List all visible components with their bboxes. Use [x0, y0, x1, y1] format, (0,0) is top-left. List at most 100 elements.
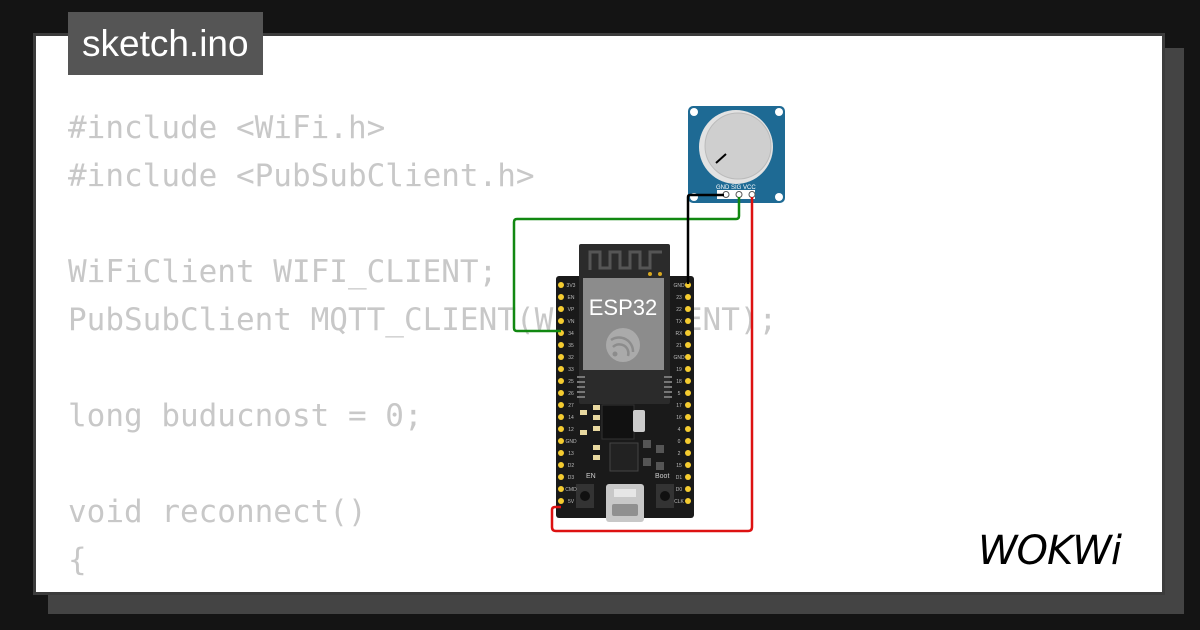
pin-left-32[interactable]	[558, 354, 564, 360]
file-tab-sketch-ino[interactable]: sketch.ino	[68, 12, 263, 75]
pin-right-21[interactable]	[685, 342, 691, 348]
pin-left-26[interactable]	[558, 390, 564, 396]
code-editor: #include <WiFi.h> #include <PubSubClient.…	[68, 104, 777, 592]
esp32-board[interactable]: ESP32 EN Boot	[556, 244, 694, 522]
pin-label: 2	[678, 451, 681, 457]
pin-right-23[interactable]	[685, 294, 691, 300]
antenna-trace	[588, 250, 662, 270]
pin-label: RX	[676, 331, 684, 337]
pin-right-gnd[interactable]	[685, 282, 691, 288]
pin-label: 25	[568, 379, 574, 385]
pin-right-19[interactable]	[685, 366, 691, 372]
pin-right-4[interactable]	[685, 426, 691, 432]
usb-uart-chip	[609, 442, 639, 472]
module-pad	[577, 376, 585, 378]
pin-label: 16	[676, 415, 682, 421]
pin-left-vp[interactable]	[558, 306, 564, 312]
wokwi-logo: WOKWi	[978, 528, 1123, 574]
pin-left-vn[interactable]	[558, 318, 564, 324]
pin-right-2[interactable]	[685, 450, 691, 456]
pin-left-25[interactable]	[558, 378, 564, 384]
boot-button[interactable]	[656, 484, 674, 508]
code-line: #include <WiFi.h>	[68, 110, 386, 146]
pin-label: 4	[678, 427, 681, 433]
pin-label: 27	[568, 403, 574, 409]
pin-left-27[interactable]	[558, 402, 564, 408]
wire-black-ground[interactable]	[686, 193, 724, 284]
pin-label: D1	[676, 475, 683, 481]
pin-label: 18	[676, 379, 682, 385]
pin-left-33[interactable]	[558, 366, 564, 372]
pin-right-d1[interactable]	[685, 474, 691, 480]
pin-label: GND	[565, 439, 577, 445]
knob-indicator	[715, 153, 727, 164]
code-line: {	[68, 542, 87, 578]
pin-left-14[interactable]	[558, 414, 564, 420]
pin-right-5[interactable]	[685, 390, 691, 396]
smd-parts	[580, 405, 664, 470]
module-pad	[664, 391, 672, 393]
pin-label: 14	[568, 415, 574, 421]
pin-label: 22	[676, 307, 682, 313]
pin-label: 34	[568, 331, 574, 337]
boot-button-label: Boot	[655, 473, 669, 480]
pin-label: 17	[676, 403, 682, 409]
pin-left-12[interactable]	[558, 426, 564, 432]
code-line: while (!MQTT_CLIENT.connected())	[68, 584, 777, 592]
pin-left-35[interactable]	[558, 342, 564, 348]
pin-right-0[interactable]	[685, 438, 691, 444]
module-pad	[577, 391, 585, 393]
potentiometer-knob[interactable]	[704, 112, 772, 180]
pin-label: 33	[568, 367, 574, 373]
pin-left-d3[interactable]	[558, 474, 564, 480]
pot-pin-vcc[interactable]	[748, 191, 756, 198]
pin-left-3v3[interactable]	[558, 282, 564, 288]
pin-label: GND	[673, 355, 685, 361]
code-line: long buducnost = 0;	[68, 398, 423, 434]
en-button-label: EN	[586, 473, 596, 480]
wire-green-signal[interactable]	[512, 197, 741, 333]
pot-pin-sig[interactable]	[735, 191, 743, 198]
module-pad	[664, 386, 672, 388]
pin-label: VP	[568, 307, 575, 313]
code-line: WiFiClient WIFI_CLIENT;	[68, 254, 498, 290]
module-pads	[577, 376, 672, 398]
pin-label: 13	[568, 451, 574, 457]
pin-label: 5	[678, 391, 681, 397]
pin-right-22[interactable]	[685, 306, 691, 312]
pin-left-cmd[interactable]	[558, 486, 564, 492]
pin-right-gnd[interactable]	[685, 354, 691, 360]
pin-label: TX	[676, 319, 683, 325]
module-pad	[577, 396, 585, 398]
pin-label: 21	[676, 343, 682, 349]
pin-left-13[interactable]	[558, 450, 564, 456]
pin-left-gnd[interactable]	[558, 438, 564, 444]
potentiometer[interactable]: GND SIG VCC	[688, 106, 785, 203]
module-pad	[577, 386, 585, 388]
pin-right-rx[interactable]	[685, 330, 691, 336]
led-component	[633, 410, 645, 432]
pin-right-17[interactable]	[685, 402, 691, 408]
pin-right-clk[interactable]	[685, 498, 691, 504]
pin-right-15[interactable]	[685, 462, 691, 468]
en-button[interactable]	[576, 484, 594, 508]
pin-label: 15	[676, 463, 682, 469]
voltage-regulator	[601, 404, 635, 440]
pin-right-18[interactable]	[685, 378, 691, 384]
pin-label: 3V3	[567, 283, 576, 289]
wire-red-power[interactable]	[550, 197, 754, 533]
pin-left-en[interactable]	[558, 294, 564, 300]
micro-usb-port[interactable]	[606, 484, 644, 522]
pin-right-d0[interactable]	[685, 486, 691, 492]
wokwi-logo-text: WOKWi	[978, 528, 1122, 574]
pin-left-d2[interactable]	[558, 462, 564, 468]
pin-right-tx[interactable]	[685, 318, 691, 324]
pin-right-16[interactable]	[685, 414, 691, 420]
code-line: #include <PubSubClient.h>	[68, 158, 535, 194]
module-pad	[664, 376, 672, 378]
pin-label: 23	[676, 295, 682, 301]
pin-left-5v[interactable]	[558, 498, 564, 504]
pin-label: D0	[676, 487, 683, 493]
pin-label: 26	[568, 391, 574, 397]
